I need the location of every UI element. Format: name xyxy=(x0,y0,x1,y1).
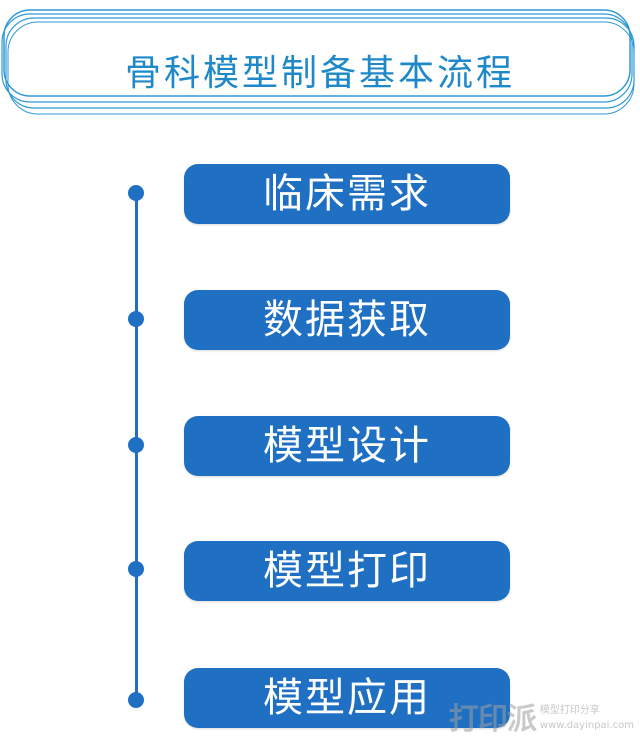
step-data-acquisition: 数据获取 xyxy=(184,290,510,350)
step-clinical-needs: 临床需求 xyxy=(184,164,510,224)
step-model-application: 模型应用 xyxy=(184,668,510,728)
timeline-dot xyxy=(128,692,144,708)
watermark-line-2: www.dayinpai.com xyxy=(539,720,634,731)
watermark-line-1: 模型打印分享 xyxy=(539,705,600,716)
step-model-design: 模型设计 xyxy=(184,416,510,476)
timeline-dot xyxy=(128,437,144,453)
page-title: 骨科模型制备基本流程 xyxy=(124,53,515,94)
title-frame: 骨科模型制备基本流程 xyxy=(0,8,640,118)
timeline-dot xyxy=(128,311,144,327)
title-frame-lines xyxy=(1,9,635,115)
watermark-text: 模型打印分享 www.dayinpai.com xyxy=(540,705,634,735)
step-model-printing: 模型打印 xyxy=(184,541,510,601)
watermark: 打印派 模型打印分享 www.dayinpai.com xyxy=(449,705,634,735)
watermark-logo: 打印派 xyxy=(448,702,537,737)
timeline-dot xyxy=(128,561,144,577)
timeline-dot xyxy=(128,185,144,201)
